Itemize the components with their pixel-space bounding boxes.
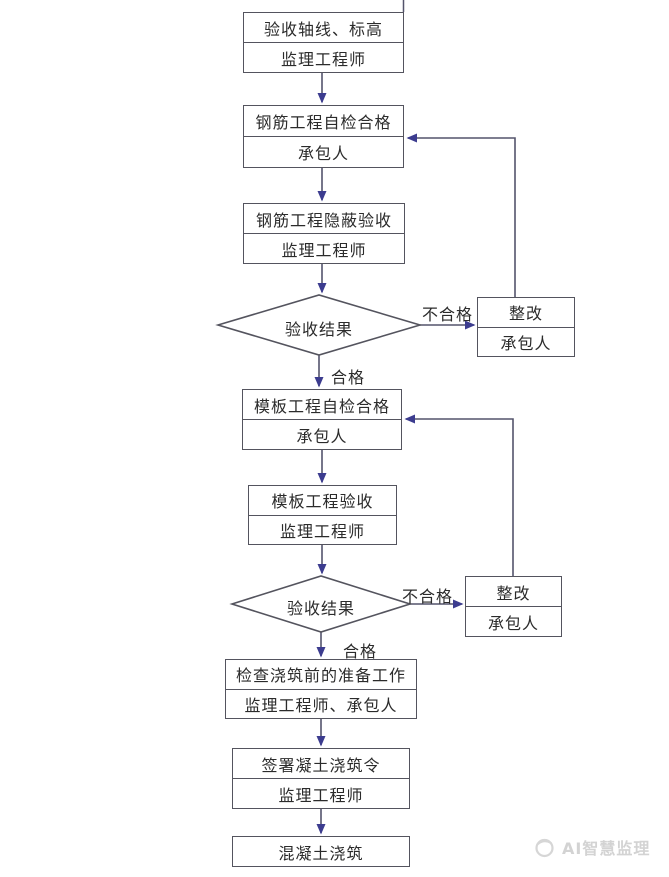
decision-1-label: 验收结果 <box>284 320 353 339</box>
edge-label-pass-1: 合格 <box>331 368 366 387</box>
edge-label-pass-2: 合格 <box>343 642 378 661</box>
flow-step-5: 模板工程验收 监理工程师 <box>248 485 397 545</box>
flow-step-1-title: 验收轴线、标高 <box>263 19 383 39</box>
flow-step-2-actor: 承包人 <box>244 136 403 167</box>
rework-box-1: 整改 承包人 <box>477 297 575 357</box>
flow-step-4-title: 模板工程自检合格 <box>253 396 390 416</box>
watermark: AI智慧监理 <box>534 835 650 859</box>
rework-box-2: 整改 承包人 <box>465 576 562 637</box>
flow-step-2: 钢筋工程自检合格 承包人 <box>243 105 404 168</box>
flow-step-3-actor: 监理工程师 <box>244 233 404 263</box>
flow-step-7: 签署凝土浇筑令 监理工程师 <box>232 748 410 809</box>
flow-step-8: 混凝土浇筑 <box>232 836 410 867</box>
flow-step-6: 检查浇筑前的准备工作 监理工程师、承包人 <box>225 659 417 719</box>
flow-step-7-title: 签署凝土浇筑令 <box>261 755 381 775</box>
watermark-text: AI智慧监理 <box>562 839 651 858</box>
flow-step-1: 验收轴线、标高 监理工程师 <box>243 12 404 73</box>
flow-step-1-actor: 监理工程师 <box>244 42 403 72</box>
decision-2-label: 验收结果 <box>286 599 355 618</box>
flow-step-5-actor: 监理工程师 <box>249 514 396 545</box>
flow-step-6-actor: 监理工程师、承包人 <box>226 688 416 719</box>
flow-step-5-title: 模板工程验收 <box>271 492 374 512</box>
rework-box-1-actor: 承包人 <box>478 326 574 357</box>
flow-step-6-title: 检查浇筑前的准备工作 <box>235 666 406 686</box>
flow-step-8-title: 混凝土浇筑 <box>278 843 364 863</box>
flow-step-2-title: 钢筋工程自检合格 <box>255 113 392 132</box>
flow-step-4-actor: 承包人 <box>243 419 401 449</box>
watermark-logo-icon <box>534 837 555 858</box>
connector-rework1-step2 <box>406 133 516 297</box>
flow-step-4: 模板工程自检合格 承包人 <box>242 389 402 450</box>
rework-box-1-title: 整改 <box>508 304 543 324</box>
flow-step-7-actor: 监理工程师 <box>233 778 409 808</box>
rework-box-2-title: 整改 <box>496 583 531 603</box>
rework-box-2-actor: 承包人 <box>466 606 561 636</box>
edge-label-fail-2: 不合格 <box>402 587 454 606</box>
decision-2-shape <box>229 575 413 633</box>
decision-1-shape <box>215 294 423 356</box>
connector-rework2-step4 <box>404 414 514 576</box>
edge-label-fail-1: 不合格 <box>422 305 474 324</box>
flow-step-3-title: 钢筋工程隐蔽验收 <box>255 210 392 230</box>
flow-step-3: 钢筋工程隐蔽验收 监理工程师 <box>243 203 405 264</box>
